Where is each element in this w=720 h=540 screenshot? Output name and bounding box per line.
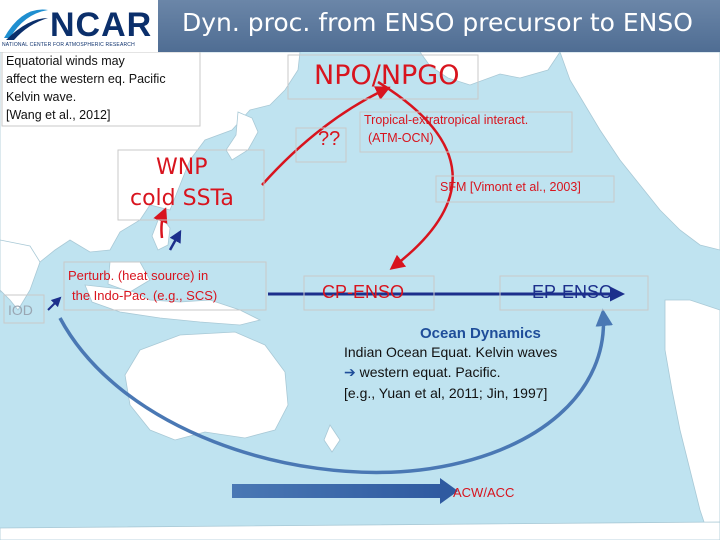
acw-arrow-head: [440, 478, 458, 504]
wnp-line-2: cold SSTa: [130, 186, 234, 211]
ocean-dynamics-label: Ocean Dynamics: [420, 325, 541, 342]
eq-winds-line-1: Equatorial winds may: [6, 54, 125, 68]
iod-label: IOD: [8, 302, 33, 318]
wnp-line-1: WNP: [156, 155, 208, 180]
indian-line-3: [e.g., Yuan et al, 2011; Jin, 1997]: [344, 385, 548, 401]
box-qq: [295, 127, 347, 163]
cp-enso-label: CP-ENSO: [322, 282, 405, 302]
land-australia: [124, 331, 289, 441]
land-antarctica: [0, 521, 720, 540]
ncar-logo: NCAR NATIONAL CENTER FOR ATMOSPHERIC RES…: [0, 0, 158, 52]
eq-winds-line-2: affect the western eq. Pacific: [6, 72, 166, 86]
red-arrow-perturb-to-wnp: [153, 207, 168, 239]
ep-enso-label: EP-ENSO: [532, 282, 614, 302]
iod-arrow: [47, 296, 62, 311]
logo-subtitle: NATIONAL CENTER FOR ATMOSPHERIC RESEARCH: [2, 42, 135, 48]
acw-label: ACW/ACC: [453, 485, 515, 500]
indian-line-2-text: western equat. Pacific.: [359, 364, 501, 380]
land-japan: [225, 111, 259, 161]
land-south-america: [664, 299, 720, 540]
eq-winds-line-4: [Wang et al., 2012]: [6, 108, 111, 122]
right-arrow-icon: ➔: [344, 364, 356, 380]
land-group: [0, 51, 720, 540]
slide-title: Dyn. proc. from ENSO precursor to ENSO: [182, 8, 693, 37]
box-wnp: [117, 149, 265, 221]
perturb-line-2: the Indo-Pac. (e.g., SCS): [72, 288, 218, 303]
box-ep-enso: [499, 275, 649, 311]
box-sfm: [435, 175, 615, 203]
box-eq-winds: [1, 51, 201, 127]
blue-arc-kelvin: [58, 308, 613, 475]
box-perturb: [63, 261, 267, 311]
land-india: [0, 239, 41, 311]
tropical-line-1: Tropical-extratropical interact.: [364, 113, 529, 127]
npo-label: NPO/NPGO: [314, 60, 460, 91]
box-npo: [287, 54, 479, 100]
tropical-line-2: (ATM-OCN): [368, 131, 434, 145]
question-label: ??: [318, 128, 341, 150]
perturb-line-1: Perturb. (heat source) in: [68, 268, 209, 283]
eq-winds-line-3: Kelvin wave.: [6, 90, 77, 104]
ncar-swoosh-icon: [4, 9, 48, 40]
box-cp-enso: [303, 275, 435, 311]
land-new-zealand: [323, 424, 341, 453]
box-iod: [3, 294, 45, 324]
land-north-america: [559, 51, 720, 251]
header-bar: NCAR NATIONAL CENTER FOR ATMOSPHERIC RES…: [0, 0, 720, 52]
indian-line-2: ➔ western equat. Pacific.: [344, 364, 500, 381]
land-indonesia: [84, 284, 262, 326]
indian-line-1: Indian Ocean Equat. Kelvin waves: [344, 344, 558, 360]
red-arrow-npo-to-cp: [377, 80, 454, 270]
box-tropical: [359, 111, 573, 153]
navy-arrow-perturb: [168, 229, 182, 251]
sfm-label: SFM [Vimont et al., 2003]: [440, 180, 581, 194]
acw-arrow-bar: [232, 484, 442, 498]
logo-text: NCAR: [50, 6, 153, 44]
land-alaska: [419, 51, 561, 86]
